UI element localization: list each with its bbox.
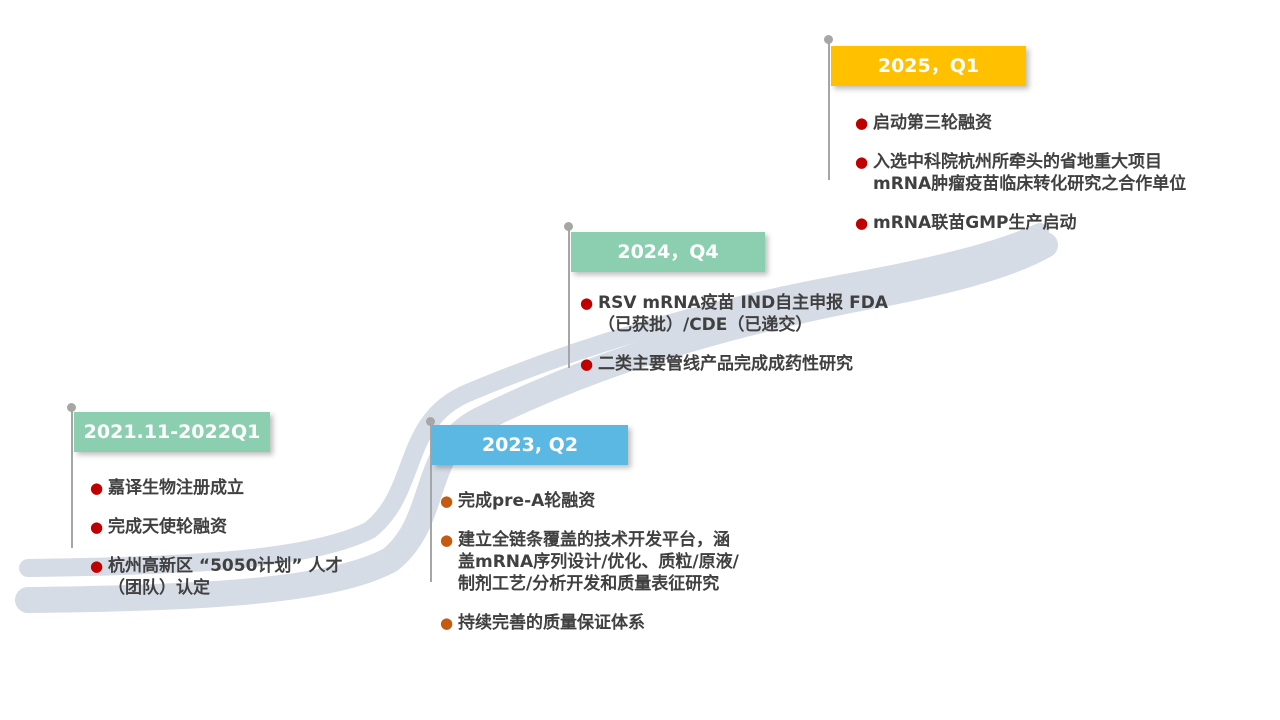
milestone-2-badge: 2023, Q2 — [432, 425, 628, 465]
milestone-2-list: ●完成pre-A轮融资 ●建立全链条覆盖的技术开发平台，涵 盖mRNA序列设计/… — [440, 490, 820, 651]
milestone-3-list: ●RSV mRNA疫苗 IND自主申报 FDA （已获批）/CDE（已递交） ●… — [580, 292, 980, 392]
milestone-2-pin-line — [430, 422, 432, 582]
list-item: ●持续完善的质量保证体系 — [440, 613, 645, 633]
list-item: ●入选中科院杭州所牵头的省地重大项目 mRNA肿瘤疫苗临床转化研究之合作单位 — [855, 152, 1187, 194]
bullet-dot: ● — [855, 153, 869, 171]
bullet-dot: ● — [90, 518, 104, 536]
bullet-dot: ● — [90, 479, 104, 497]
bullet-dot: ● — [90, 557, 104, 575]
list-item: ●建立全链条覆盖的技术开发平台，涵 盖mRNA序列设计/优化、质粒/原液/ 制剂… — [440, 530, 739, 594]
list-item: ●RSV mRNA疫苗 IND自主申报 FDA （已获批）/CDE（已递交） — [580, 293, 888, 335]
milestone-3-badge: 2024，Q4 — [571, 232, 765, 272]
list-item: ●启动第三轮融资 — [855, 113, 992, 133]
milestone-1-pin-line — [71, 408, 73, 548]
road-band-upper — [19, 223, 1049, 577]
road-band-lower — [15, 232, 1058, 613]
milestone-3-label: 2024，Q4 — [617, 241, 719, 263]
list-item: ●完成天使轮融资 — [90, 517, 227, 537]
bullet-dot: ● — [855, 214, 869, 232]
bullet-dot: ● — [440, 492, 454, 510]
milestone-2-label: 2023, Q2 — [481, 434, 579, 456]
list-item: ●嘉译生物注册成立 — [90, 478, 244, 498]
milestone-1-badge: 2021.11-2022Q1 — [74, 412, 270, 452]
milestone-4-badge: 2025，Q1 — [831, 46, 1026, 86]
milestone-3-pin-line — [568, 228, 570, 368]
milestone-1-list: ●嘉译生物注册成立 ●完成天使轮融资 ●杭州高新区 “5050计划” 人才 （团… — [90, 477, 420, 616]
milestone-4-pin-dot — [824, 35, 833, 44]
milestone-1-pin-dot — [67, 403, 76, 412]
bullet-dot: ● — [440, 531, 454, 549]
milestone-1-label: 2021.11-2022Q1 — [83, 421, 261, 443]
list-item: ●二类主要管线产品完成成药性研究 — [580, 354, 853, 374]
milestone-3-pin-dot — [564, 222, 573, 231]
bullet-dot: ● — [855, 114, 869, 132]
bullet-dot: ● — [580, 294, 594, 312]
milestone-4-list: ●启动第三轮融资 ●入选中科院杭州所牵头的省地重大项目 mRNA肿瘤疫苗临床转化… — [855, 112, 1275, 251]
list-item: ●完成pre-A轮融资 — [440, 491, 596, 511]
bullet-dot: ● — [580, 355, 594, 373]
milestone-4-pin-line — [828, 40, 830, 180]
milestone-4-label: 2025，Q1 — [877, 55, 980, 77]
list-item: ●mRNA联苗GMP生产启动 — [855, 213, 1077, 233]
milestone-2-pin-dot — [426, 417, 435, 426]
bullet-dot: ● — [440, 614, 454, 632]
list-item: ●杭州高新区 “5050计划” 人才 （团队）认定 — [90, 556, 343, 598]
